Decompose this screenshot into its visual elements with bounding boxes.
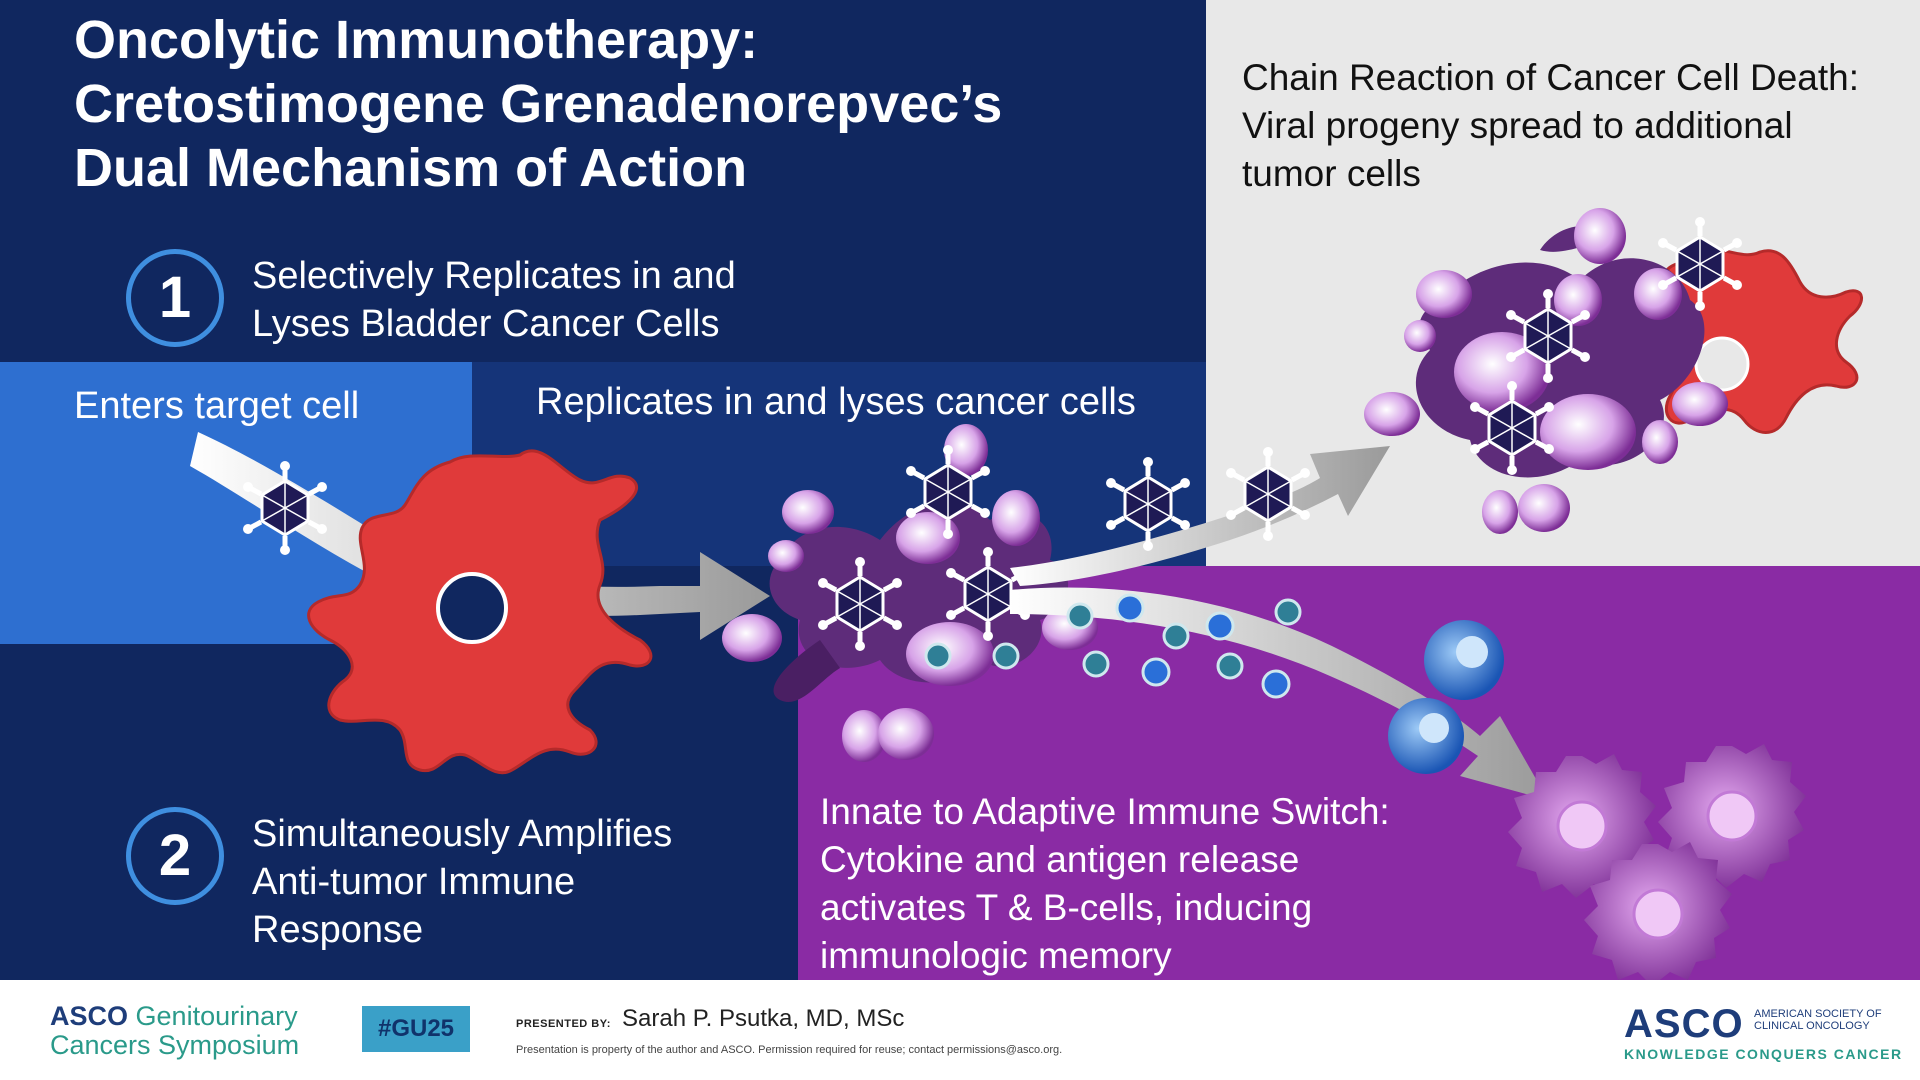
vesicle-icon xyxy=(992,490,1040,546)
step-2-line: Simultaneously Amplifies xyxy=(252,813,673,855)
vesicle-icon xyxy=(944,424,988,476)
vesicle-icon xyxy=(1364,392,1420,436)
asco-logo: ASCO xyxy=(1624,1002,1744,1046)
cytokine-icon xyxy=(1205,611,1235,641)
step-2-badge: 2 xyxy=(126,807,224,905)
immune-switch-line: activates T & B-cells, inducing xyxy=(820,887,1313,928)
mechanism-diagram xyxy=(0,0,1920,980)
entry-arrow xyxy=(190,432,770,640)
step-2-text: Simultaneously Amplifies Anti-tumor Immu… xyxy=(252,810,672,954)
vesicle-icon xyxy=(1540,394,1636,470)
vesicle-icon xyxy=(1672,382,1728,426)
vesicle-icon xyxy=(878,708,934,760)
hashtag-badge: #GU25 xyxy=(362,1006,470,1052)
chain-reaction-line: tumor cells xyxy=(1242,153,1421,194)
immune-switch-line: immunologic memory xyxy=(820,935,1172,976)
slide: Oncolytic Immunotherapy: Cretostimogene … xyxy=(0,0,1920,980)
step-2-line: Response xyxy=(252,909,424,951)
vesicle-icon xyxy=(1518,484,1570,532)
cytokine-icon xyxy=(1115,593,1145,623)
cytokine-icon xyxy=(1261,669,1291,699)
lysing-cell-cluster xyxy=(769,502,1069,703)
presented-by-label: PRESENTED BY: xyxy=(516,1018,611,1030)
cytokine-icon xyxy=(1274,598,1302,626)
cytokine-icon xyxy=(1216,652,1244,680)
vesicle-icon xyxy=(1554,274,1602,326)
step-1-line: Selectively Replicates in and xyxy=(252,255,736,297)
vesicle-icon xyxy=(1482,490,1518,534)
immune-switch-line: Cytokine and antigen release xyxy=(820,839,1300,880)
step-1-text: Selectively Replicates in and Lyses Blad… xyxy=(252,252,736,348)
replicates-label: Replicates in and lyses cancer cells xyxy=(536,381,1136,423)
presenter-name: Sarah P. Psutka, MD, MSc xyxy=(622,1005,905,1032)
cytokine-icon xyxy=(1066,602,1094,630)
chain-reaction-line: Chain Reaction of Cancer Cell Death: xyxy=(1242,57,1859,98)
vesicle-icon xyxy=(782,490,834,534)
chain-reaction-label: Chain Reaction of Cancer Cell Death: Vir… xyxy=(1242,54,1859,198)
symposium-line-1: Genitourinary xyxy=(135,1001,298,1031)
title-line: Oncolytic Immunotherapy: xyxy=(74,10,759,70)
asco-logo-subtitle: AMERICAN SOCIETY OF CLINICAL ONCOLOGY xyxy=(1754,1008,1882,1032)
footer: ASCO Genitourinary Cancers Symposium #GU… xyxy=(0,980,1920,1080)
vesicle-icon xyxy=(1574,208,1626,264)
vesicle-icon xyxy=(896,512,960,564)
b-cell-icon xyxy=(1388,698,1464,774)
cytokine-icon xyxy=(924,642,952,670)
symposium-line-2: Cancers Symposium xyxy=(50,1030,300,1060)
cytokine-icon xyxy=(1082,650,1110,678)
chain-reaction-line: Viral progeny spread to additional xyxy=(1242,105,1793,146)
cytokine-icon xyxy=(1162,622,1190,650)
title-line: Dual Mechanism of Action xyxy=(74,138,748,198)
immune-switch-label: Innate to Adaptive Immune Switch: Cytoki… xyxy=(820,788,1390,980)
asco-brand-text: ASCO xyxy=(50,1001,129,1031)
cancer-cell-icon xyxy=(307,449,653,775)
slide-title: Oncolytic Immunotherapy: Cretostimogene … xyxy=(74,8,1174,200)
permission-notice: Presentation is property of the author a… xyxy=(516,1044,1063,1056)
vesicle-icon xyxy=(842,710,886,762)
step-2-line: Anti-tumor Immune xyxy=(252,861,576,903)
asco-tagline: KNOWLEDGE CONQUERS CANCER xyxy=(1624,1046,1903,1062)
cytokine-icon xyxy=(1141,657,1171,687)
b-cell-icon xyxy=(1424,620,1504,700)
symposium-brand: ASCO Genitourinary Cancers Symposium xyxy=(50,1002,299,1060)
cytokine-icon xyxy=(992,642,1020,670)
immune-arrow xyxy=(1010,587,1548,800)
vesicle-icon xyxy=(1634,268,1682,320)
spread-arrow xyxy=(1010,446,1390,586)
immune-switch-line: Innate to Adaptive Immune Switch: xyxy=(820,791,1390,832)
step-1-line: Lyses Bladder Cancer Cells xyxy=(252,303,720,345)
step-1-badge: 1 xyxy=(126,249,224,347)
vesicle-icon xyxy=(1642,420,1678,464)
vesicle-icon xyxy=(1454,332,1550,412)
vesicle-icon xyxy=(722,614,782,662)
vesicle-icon xyxy=(768,540,804,572)
title-line: Cretostimogene Grenadenorepvec’s xyxy=(74,74,1003,134)
vesicle-icon xyxy=(1404,320,1436,352)
vesicle-icon xyxy=(1416,270,1472,318)
enters-target-cell-label: Enters target cell xyxy=(74,385,360,427)
